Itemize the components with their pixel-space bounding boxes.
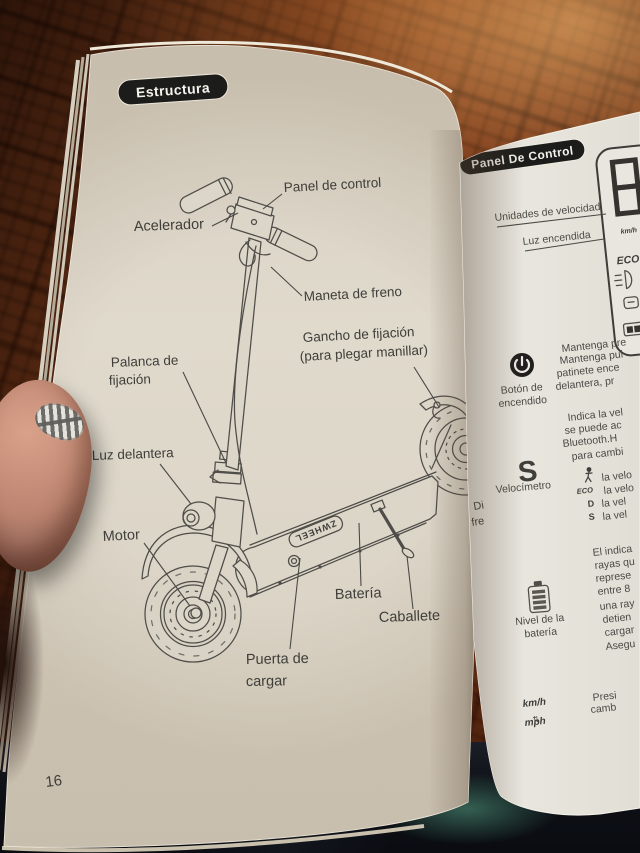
headlight-icon — [614, 269, 633, 290]
units-text-line: Presi — [592, 690, 617, 704]
label-palanca-line2: fijación — [109, 372, 152, 388]
battery-text-line: represe — [595, 569, 632, 585]
kickstand — [370, 499, 415, 559]
walk-mode-icon — [584, 467, 593, 483]
mode-text: la vel — [602, 508, 628, 522]
label-caballete: Caballete — [379, 608, 441, 626]
fork — [198, 544, 229, 604]
label-motor: Motor — [102, 527, 140, 545]
battery-icon — [527, 580, 551, 614]
charge-port — [287, 554, 301, 568]
battery-label-2: batería — [524, 626, 558, 641]
speed-text-line: Indica la vel — [567, 406, 623, 424]
d-mode-symbol: D — [587, 498, 595, 509]
label-acelerador: Acelerador — [134, 217, 205, 235]
mode-text: la velo — [601, 469, 633, 484]
mud-flap — [232, 559, 258, 598]
battery-label-1: Nivel de la — [515, 612, 565, 628]
battery-text-line: cargar — [604, 624, 635, 639]
lcd-display: km/h ECO — [595, 140, 640, 357]
speed-text-line: se puede ac — [564, 419, 622, 437]
callout-luz-line — [524, 238, 605, 252]
mode-text: la vel — [601, 495, 627, 509]
brake-cable — [233, 245, 258, 535]
label-bateria: Batería — [335, 585, 383, 603]
swap-icon: ⇄ — [531, 715, 541, 723]
mode-indicator-icon — [623, 296, 639, 310]
display-unit: km/h — [620, 227, 637, 236]
speed-text-line: Bluetooth.H — [562, 432, 618, 450]
label-gancho-line2: (para plegar manillar) — [299, 342, 428, 364]
front-light — [182, 501, 216, 531]
label-gancho-line1: Gancho de fijación — [302, 324, 414, 345]
mode-text: la velo — [603, 482, 635, 497]
battery-text-line: detien — [602, 611, 632, 626]
label-puerta-line2: cargar — [246, 673, 288, 690]
s-mode-symbol: S — [588, 511, 595, 522]
eco-indicator: ECO — [616, 253, 640, 267]
mph-label: mph — [524, 716, 546, 729]
speed-text-line: para cambi — [571, 446, 624, 463]
battery-text-line: El indica — [592, 543, 633, 559]
handlebar — [179, 177, 318, 267]
label-panel-de-control: Panel de control — [283, 175, 381, 195]
brake-lever — [238, 239, 271, 267]
battery-text-line: una ray — [599, 597, 636, 613]
estructura-badge-label: Estructura — [136, 79, 211, 100]
leader-lines — [143, 193, 440, 650]
head-tube — [211, 496, 245, 548]
label-maneta-de-freno: Maneta de freno — [303, 284, 402, 304]
page-number: 16 — [44, 772, 63, 791]
kmh-label: km/h — [522, 697, 546, 710]
label-puerta-line1: Puerta de — [246, 651, 309, 668]
display-digit — [609, 157, 640, 217]
eco-mode-symbol: ECO — [576, 485, 593, 496]
throttle — [226, 205, 236, 215]
units-text-line: camb — [590, 701, 617, 716]
battery-text-line: rayas qu — [594, 556, 635, 572]
battery-gauge — [622, 320, 640, 337]
battery-text-line: entre 8 — [597, 583, 631, 598]
deck: ZWHEEL — [234, 471, 439, 598]
label-luz-delantera: Luz delantera — [92, 445, 175, 463]
estructura-badge: Estructura — [117, 73, 229, 106]
label-palanca-line1: Palanca de — [111, 353, 179, 370]
battery-text-line: Asegu — [605, 638, 636, 653]
